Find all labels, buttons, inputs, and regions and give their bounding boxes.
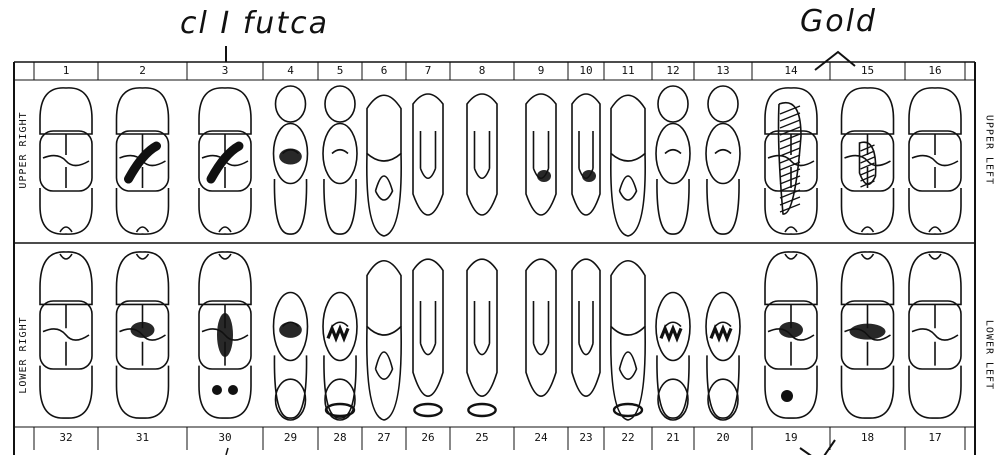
tooth-16 — [909, 88, 961, 234]
tooth-21 — [656, 293, 690, 421]
tooth-number-24: 24 — [534, 431, 547, 444]
tooth-number-11: 11 — [621, 64, 634, 77]
tooth-number-29: 29 — [284, 431, 297, 444]
label-lower-right: LOWER RIGHT — [18, 316, 29, 393]
tooth-15 — [842, 88, 894, 234]
tooth-number-26: 26 — [421, 431, 434, 444]
tooth-5 — [323, 86, 357, 234]
tooth-26 — [413, 259, 443, 416]
tooth-number-32: 32 — [59, 431, 72, 444]
tooth-number-25: 25 — [475, 431, 488, 444]
label-lower-left: LOWER LEFT — [984, 320, 995, 390]
tooth-number-23: 23 — [579, 431, 592, 444]
tooth-number-17: 17 — [928, 431, 941, 444]
tooth-2 — [117, 88, 169, 234]
tooth-12 — [656, 86, 690, 234]
tooth-11 — [611, 95, 645, 236]
upper-teeth-row — [40, 86, 961, 236]
tooth-number-31: 31 — [136, 431, 149, 444]
tooth-number-8: 8 — [479, 64, 486, 77]
tooth-32 — [40, 252, 92, 418]
tooth-6 — [367, 95, 401, 236]
tooth-number-21: 21 — [666, 431, 679, 444]
tooth-8 — [467, 94, 497, 215]
tooth-number-22: 22 — [621, 431, 634, 444]
tooth-10 — [572, 94, 600, 215]
tooth-number-18: 18 — [861, 431, 874, 444]
tooth-22 — [611, 261, 645, 420]
tooth-7 — [413, 94, 443, 215]
tooth-18 — [842, 252, 894, 418]
tooth-number-3: 3 — [222, 64, 229, 77]
tooth-number-9: 9 — [538, 64, 545, 77]
tooth-number-6: 6 — [381, 64, 388, 77]
label-upper-right: UPPER RIGHT — [18, 111, 29, 188]
tooth-23 — [572, 259, 600, 396]
tooth-number-28: 28 — [333, 431, 346, 444]
tooth-27 — [367, 261, 401, 420]
chart-frame — [14, 62, 975, 455]
tooth-17 — [909, 252, 961, 418]
tooth-number-19: 19 — [784, 431, 797, 444]
tooth-number-7: 7 — [425, 64, 432, 77]
tooth-9 — [526, 94, 556, 215]
tooth-number-4: 4 — [287, 64, 294, 77]
tooth-number-16: 16 — [928, 64, 941, 77]
tooth-31 — [117, 252, 169, 418]
tooth-number-30: 30 — [218, 431, 231, 444]
label-upper-left: UPPER LEFT — [984, 115, 995, 185]
tooth-30 — [199, 252, 251, 418]
tooth-25 — [467, 259, 497, 416]
tooth-19 — [765, 252, 817, 418]
tooth-number-10: 10 — [579, 64, 592, 77]
tooth-28 — [323, 293, 357, 421]
tooth-number-12: 12 — [666, 64, 679, 77]
tooth-14 — [765, 88, 817, 234]
tooth-number-1: 1 — [63, 64, 70, 77]
tooth-29 — [274, 293, 308, 421]
tooth-20 — [706, 293, 740, 421]
tooth-number-2: 2 — [139, 64, 146, 77]
tooth-number-13: 13 — [716, 64, 729, 77]
tooth-number-5: 5 — [337, 64, 344, 77]
tooth-number-20: 20 — [716, 431, 729, 444]
tooth-number-14: 14 — [784, 64, 797, 77]
lower-teeth-row — [40, 252, 961, 420]
tooth-3 — [199, 88, 251, 234]
tooth-4 — [274, 86, 308, 234]
tooth-number-15: 15 — [861, 64, 874, 77]
tooth-1 — [40, 88, 92, 234]
tooth-24 — [526, 259, 556, 396]
tooth-number-27: 27 — [377, 431, 390, 444]
tooth-13 — [706, 86, 740, 234]
